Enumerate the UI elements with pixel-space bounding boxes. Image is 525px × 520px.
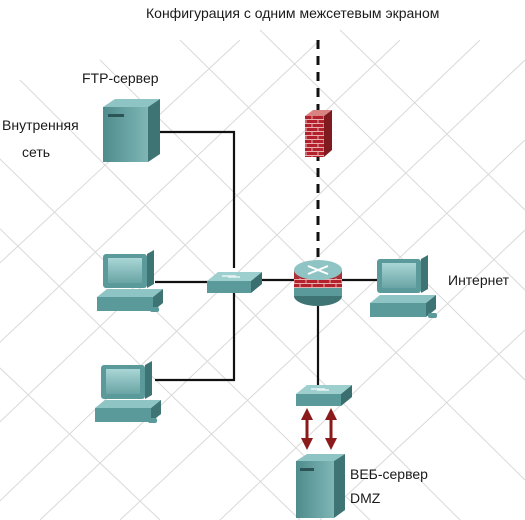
internal-switch-icon bbox=[207, 272, 262, 293]
diagram-title: Конфигурация с одним межсетевым экраном bbox=[146, 5, 440, 21]
background-grid bbox=[0, 29, 525, 520]
internal-pc-2-icon bbox=[95, 361, 161, 423]
ftp-server-icon bbox=[103, 99, 160, 162]
internal-network-label: Внутренняя bbox=[2, 117, 79, 133]
internet-pc-icon bbox=[370, 255, 437, 318]
dmz-label: DMZ bbox=[350, 490, 381, 506]
router-icon bbox=[294, 260, 342, 306]
firewall-icon bbox=[305, 110, 332, 157]
dmz-link-arrows bbox=[301, 408, 337, 450]
internal-network-label-line2: сеть bbox=[22, 144, 51, 160]
internal-pc-1-icon bbox=[97, 250, 163, 312]
cable-pc2-to-backbone bbox=[155, 292, 236, 382]
internet-label: Интернет bbox=[448, 272, 510, 288]
web-server-icon bbox=[296, 454, 345, 518]
cables bbox=[150, 130, 380, 388]
web-server-label: ВЕБ-сервер bbox=[350, 466, 428, 482]
ftp-server-label: FTP-сервер bbox=[82, 70, 159, 86]
cable-ftp-to-backbone bbox=[150, 130, 236, 268]
dmz-switch-icon bbox=[296, 385, 352, 406]
